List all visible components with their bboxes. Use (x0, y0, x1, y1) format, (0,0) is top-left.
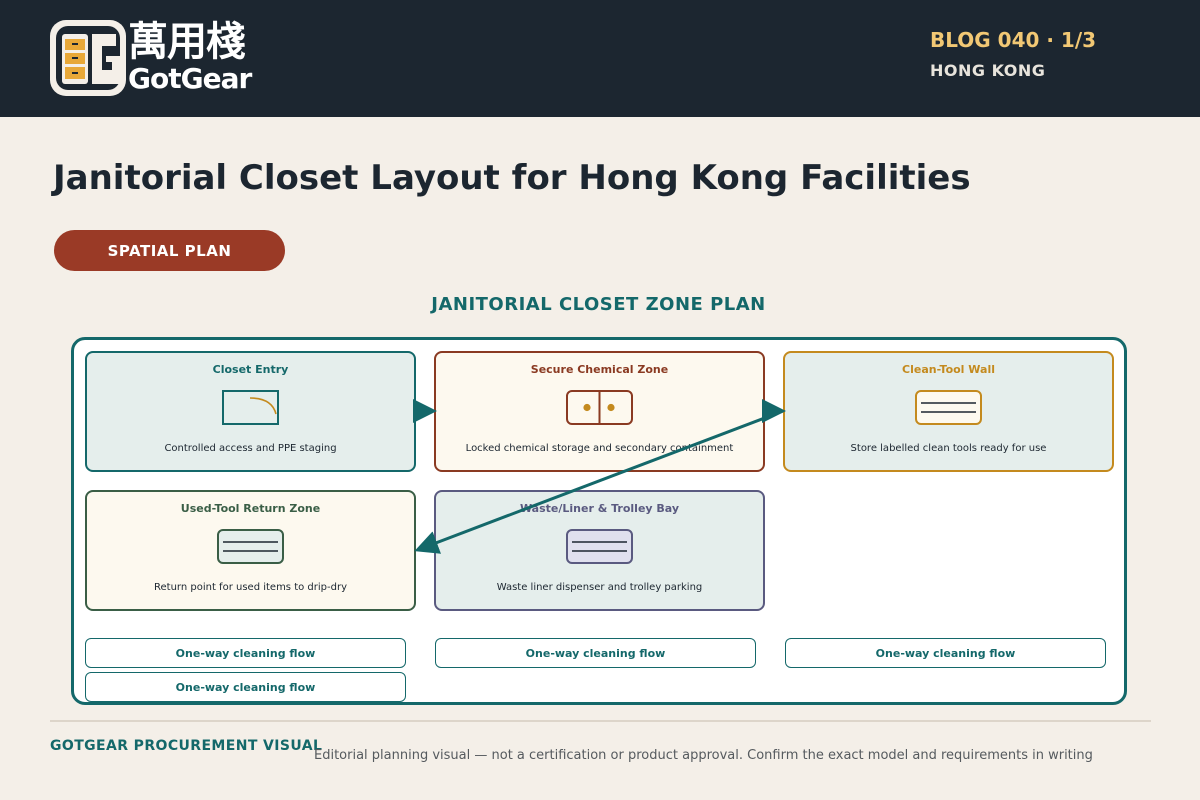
tool-rack-icon (914, 390, 982, 425)
blog-number: BLOG 040 · 1/3 (930, 28, 1097, 52)
zone-title: Closet Entry (212, 363, 289, 376)
section-pill: SPATIAL PLAN (54, 230, 285, 271)
diagram-title: JANITORIAL CLOSET ZONE PLAN (431, 294, 766, 315)
zone-title: Secure Chemical Zone (530, 363, 669, 376)
zone-description: Locked chemical storage and secondary co… (465, 443, 734, 454)
zone-closet-entry[interactable]: Closet Entry Controlled access and PPE s… (85, 351, 416, 472)
flow-label-chip: One-way cleaning flow (85, 638, 406, 668)
gotgear-logo[interactable]: 萬用棧 GotGear (50, 18, 260, 98)
door-icon (221, 390, 279, 425)
page-title: Janitorial Closet Layout for Hong Kong F… (53, 158, 971, 198)
zone-waste-trolley-bay[interactable]: Waste/Liner & Trolley Bay Waste liner di… (434, 490, 765, 611)
flow-label-chip: One-way cleaning flow (785, 638, 1106, 668)
tool-rack-icon (216, 529, 284, 564)
logo-chinese-text: 萬用棧 (128, 19, 246, 65)
drawer-cabinet-logo-icon (50, 20, 126, 96)
zone-used-tool-return[interactable]: Used-Tool Return Zone Return point for u… (85, 490, 416, 611)
zone-description: Return point for used items to drip-dry (154, 582, 347, 593)
bin-icon (565, 529, 633, 564)
locked-cabinet-icon (565, 390, 633, 425)
zone-secure-chemical[interactable]: Secure Chemical Zone Locked chemical sto… (434, 351, 765, 472)
blog-location: HONG KONG (930, 61, 1046, 80)
flow-label-chip: One-way cleaning flow (85, 672, 406, 702)
zone-title: Used-Tool Return Zone (180, 502, 321, 515)
zone-title: Waste/Liner & Trolley Bay (519, 502, 680, 515)
footer-brand: GOTGEAR PROCUREMENT VISUAL (50, 738, 323, 754)
zone-description: Store labelled clean tools ready for use (850, 443, 1047, 454)
zone-description: Waste liner dispenser and trolley parkin… (496, 582, 703, 593)
zone-title: Clean-Tool Wall (902, 363, 995, 376)
flow-label-chip: One-way cleaning flow (435, 638, 756, 668)
zone-clean-tool-wall[interactable]: Clean-Tool Wall Store labelled clean too… (783, 351, 1114, 472)
footer-divider (50, 720, 1151, 722)
header-bar: 萬用棧 GotGear BLOG 040 · 1/3 HONG KONG (0, 0, 1200, 117)
footer-disclaimer: Editorial planning visual — not a certif… (314, 748, 1093, 763)
zone-description: Controlled access and PPE staging (164, 443, 337, 454)
logo-english-text: GotGear (128, 62, 252, 95)
